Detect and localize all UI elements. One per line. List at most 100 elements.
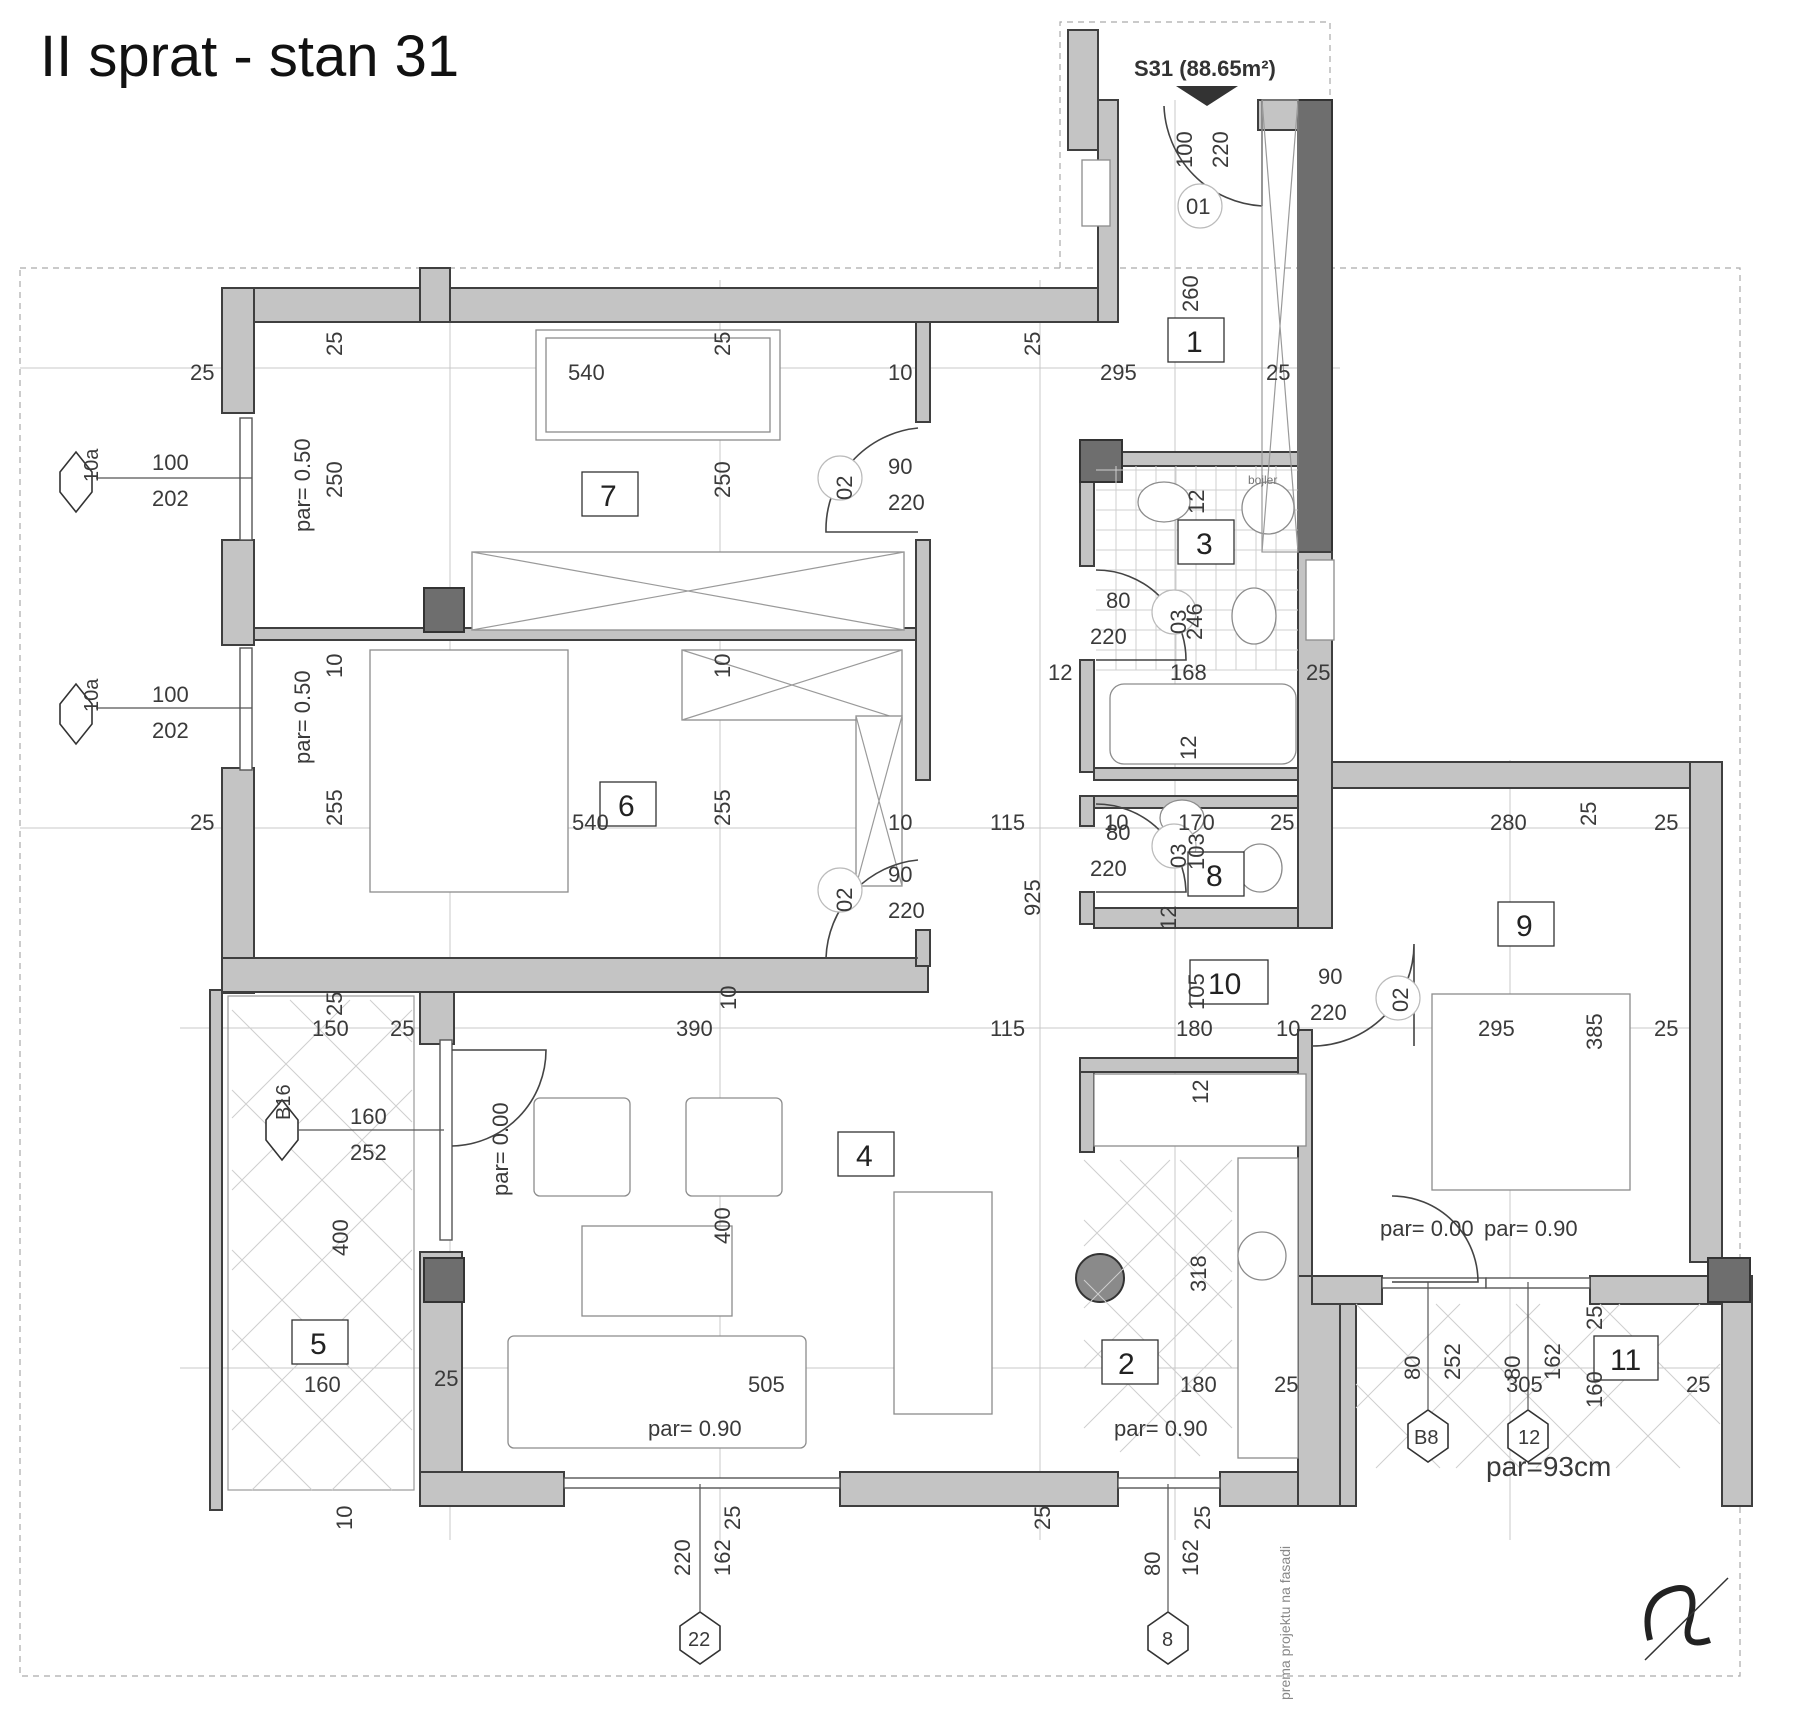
svg-text:25: 25 — [322, 332, 347, 356]
svg-text:105: 105 — [1184, 973, 1209, 1010]
sofa — [507, 1335, 807, 1449]
svg-text:10: 10 — [888, 810, 912, 835]
svg-text:246: 246 — [1182, 603, 1207, 640]
svg-text:25: 25 — [1654, 1016, 1678, 1041]
room-3-label: 3 — [1196, 528, 1213, 561]
svg-text:par= 0.90: par= 0.90 — [1484, 1216, 1578, 1241]
svg-text:180: 180 — [1176, 1016, 1213, 1041]
svg-text:25: 25 — [434, 1366, 458, 1391]
windows — [239, 417, 1591, 1489]
svg-text:385: 385 — [1582, 1013, 1607, 1050]
dining-table — [893, 1191, 993, 1415]
svg-text:par= 0.90: par= 0.90 — [648, 1416, 742, 1441]
svg-text:25: 25 — [1020, 332, 1045, 356]
room-1-label: 1 — [1186, 326, 1203, 359]
room-6-label: 6 — [618, 790, 635, 823]
svg-text:02: 02 — [832, 888, 857, 912]
walls — [209, 99, 1753, 1511]
svg-text:par= 0.50: par= 0.50 — [290, 670, 315, 764]
armchair-1 — [533, 1097, 631, 1197]
columns — [423, 439, 1751, 1303]
svg-text:505: 505 — [748, 1372, 785, 1397]
svg-text:80: 80 — [1106, 588, 1130, 613]
svg-text:295: 295 — [1478, 1016, 1515, 1041]
svg-text:162: 162 — [1540, 1343, 1565, 1380]
svg-text:10: 10 — [322, 654, 347, 678]
armchair-2 — [685, 1097, 783, 1197]
window-tag-texts: 10a 100 202 10a 100 202 B16 160 252 22 2… — [81, 448, 1565, 1651]
svg-text:280: 280 — [1490, 810, 1527, 835]
svg-text:220: 220 — [1310, 1000, 1347, 1025]
svg-text:170: 170 — [1178, 810, 1215, 835]
svg-text:10: 10 — [332, 1506, 357, 1530]
svg-text:80: 80 — [1400, 1356, 1425, 1380]
svg-text:318: 318 — [1186, 1255, 1211, 1292]
room-10-label: 10 — [1208, 968, 1241, 1001]
svg-text:par= 0.00: par= 0.00 — [488, 1102, 513, 1196]
svg-text:90: 90 — [888, 862, 912, 887]
svg-text:100: 100 — [152, 682, 189, 707]
svg-text:295: 295 — [1100, 360, 1137, 385]
svg-text:90: 90 — [1318, 964, 1342, 989]
svg-text:103: 103 — [1184, 833, 1209, 870]
plan-boundary — [19, 267, 1741, 1677]
furniture — [369, 329, 1631, 1459]
svg-text:03: 03 — [1166, 844, 1191, 868]
entry-arrow — [1176, 86, 1238, 106]
room-9-label: 9 — [1516, 910, 1533, 943]
svg-text:220: 220 — [1090, 856, 1127, 881]
svg-text:305: 305 — [1506, 1372, 1543, 1397]
svg-text:150: 150 — [312, 1016, 349, 1041]
svg-text:390: 390 — [676, 1016, 713, 1041]
svg-text:220: 220 — [888, 490, 925, 515]
svg-text:10: 10 — [1276, 1016, 1300, 1041]
svg-text:12: 12 — [1156, 906, 1181, 930]
room-7-label: 7 — [600, 480, 617, 513]
svg-text:12: 12 — [1188, 1080, 1213, 1104]
room-boxes — [291, 317, 1659, 1385]
svg-text:25: 25 — [190, 810, 214, 835]
svg-text:252: 252 — [350, 1140, 387, 1165]
window-tag-10a-1 — [59, 450, 93, 514]
svg-text:260: 260 — [1178, 275, 1203, 312]
svg-text:80: 80 — [1500, 1356, 1525, 1380]
room-8-label: 8 — [1206, 860, 1223, 893]
svg-text:10a: 10a — [81, 448, 103, 482]
svg-text:25: 25 — [190, 360, 214, 385]
svg-text:162: 162 — [1178, 1539, 1203, 1576]
svg-text:25: 25 — [322, 992, 347, 1016]
svg-text:10a: 10a — [81, 678, 103, 712]
svg-text:12: 12 — [1048, 660, 1072, 685]
room-4-label: 4 — [856, 1140, 873, 1173]
sink-3 — [1137, 481, 1191, 523]
svg-text:80: 80 — [1140, 1552, 1165, 1576]
svg-text:25: 25 — [710, 332, 735, 356]
svg-text:25: 25 — [390, 1016, 414, 1041]
bed-9 — [1431, 993, 1631, 1191]
svg-text:03: 03 — [1166, 610, 1191, 634]
svg-text:160: 160 — [1582, 1371, 1607, 1408]
coffee-table — [581, 1225, 733, 1317]
kitchen-units — [1237, 1157, 1299, 1459]
room-2-label: 2 — [1118, 1348, 1135, 1381]
svg-text:115: 115 — [990, 1016, 1025, 1041]
svg-text:540: 540 — [568, 360, 605, 385]
svg-text:12: 12 — [1518, 1427, 1540, 1449]
svg-text:220: 220 — [888, 898, 925, 923]
svg-text:540: 540 — [572, 810, 609, 835]
svg-text:par= 0.00: par= 0.00 — [1380, 1216, 1474, 1241]
svg-text:10: 10 — [710, 654, 735, 678]
svg-text:160: 160 — [304, 1372, 341, 1397]
svg-text:220: 220 — [670, 1539, 695, 1576]
svg-text:25: 25 — [1030, 1506, 1055, 1530]
room-11-label: 11 — [1610, 1344, 1641, 1377]
svg-text:10: 10 — [716, 986, 741, 1010]
svg-text:25: 25 — [1686, 1372, 1710, 1397]
window-tag-10a-2 — [59, 682, 93, 746]
boiler-label: bojler — [1248, 473, 1277, 487]
boiler-tank — [1241, 481, 1295, 535]
svg-text:202: 202 — [152, 718, 189, 743]
kitchen-counter — [1093, 1073, 1307, 1147]
room-numbers: 1 2 3 4 5 6 7 8 9 10 11 — [310, 326, 1641, 1381]
